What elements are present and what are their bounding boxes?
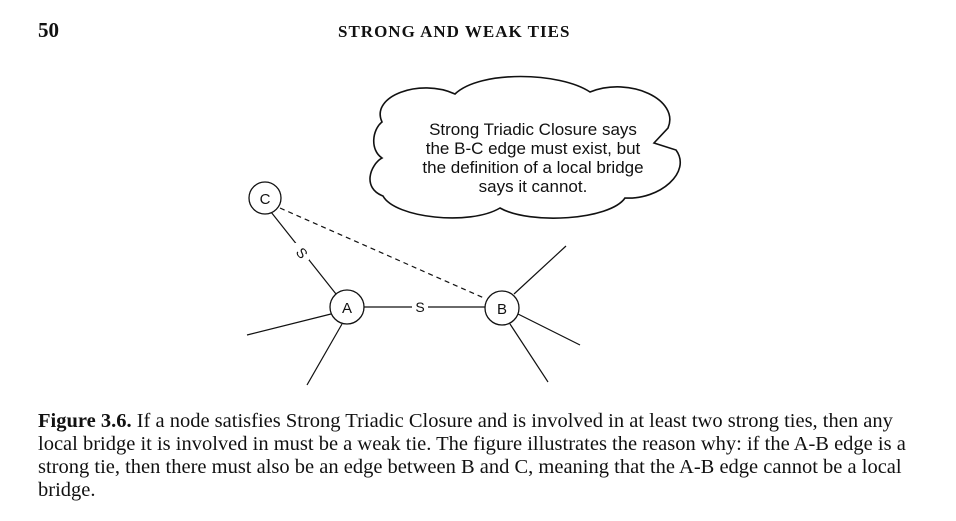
edge-b-upright — [513, 245, 567, 295]
node-a: A — [329, 289, 365, 325]
tie-label-bg-c-a — [295, 243, 309, 260]
node-b-label: B — [497, 301, 507, 318]
node-c-label: C — [260, 191, 271, 208]
figure-3-6: Strong Triadic Closure says the B-C edge… — [246, 75, 682, 386]
edge-c-b-dashed — [279, 207, 485, 299]
tie-label-bg-a-b — [412, 299, 428, 315]
bubble-line-1: Strong Triadic Closure says — [429, 120, 637, 139]
edge-a-left — [246, 313, 332, 336]
bubble-line-2: the B-C edge must exist, but — [426, 139, 641, 158]
bubble-line-3: the definition of a local bridge — [422, 158, 643, 177]
node-c: C — [248, 181, 282, 215]
caption-label: Figure 3.6. — [38, 410, 132, 432]
running-head: STRONG AND WEAK TIES — [338, 22, 571, 41]
network-diagram: Strong Triadic Closure says the B-C edge… — [246, 75, 682, 386]
node-a-label: A — [342, 300, 352, 317]
figure-caption: Figure 3.6. If a node satisfies Strong T… — [38, 410, 918, 502]
node-b: B — [484, 290, 520, 326]
edge-b-down — [509, 323, 549, 383]
page-number: 50 — [38, 18, 59, 42]
edge-b-right — [517, 313, 581, 346]
caption-text: If a node satisfies Strong Triadic Closu… — [38, 410, 906, 501]
thought-bubble-outline — [369, 75, 682, 219]
tie-label-a-b: S — [415, 299, 424, 315]
edge-a-down — [306, 323, 343, 386]
bubble-line-4: says it cannot. — [479, 177, 588, 196]
